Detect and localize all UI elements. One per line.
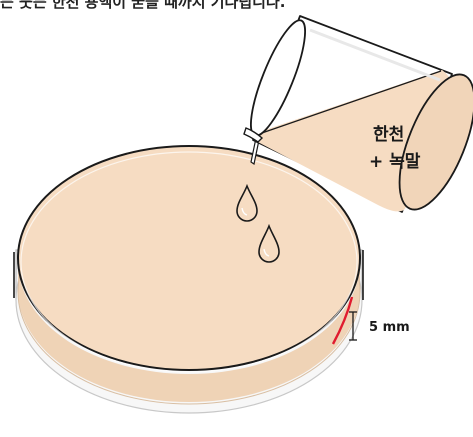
- petri-dish: [14, 146, 363, 413]
- depth-label: 5 mm: [369, 320, 410, 335]
- agar-surface: [18, 146, 360, 370]
- beaker-label-line2: + 녹말: [369, 151, 421, 172]
- beaker-label-line1: 한천: [373, 125, 404, 145]
